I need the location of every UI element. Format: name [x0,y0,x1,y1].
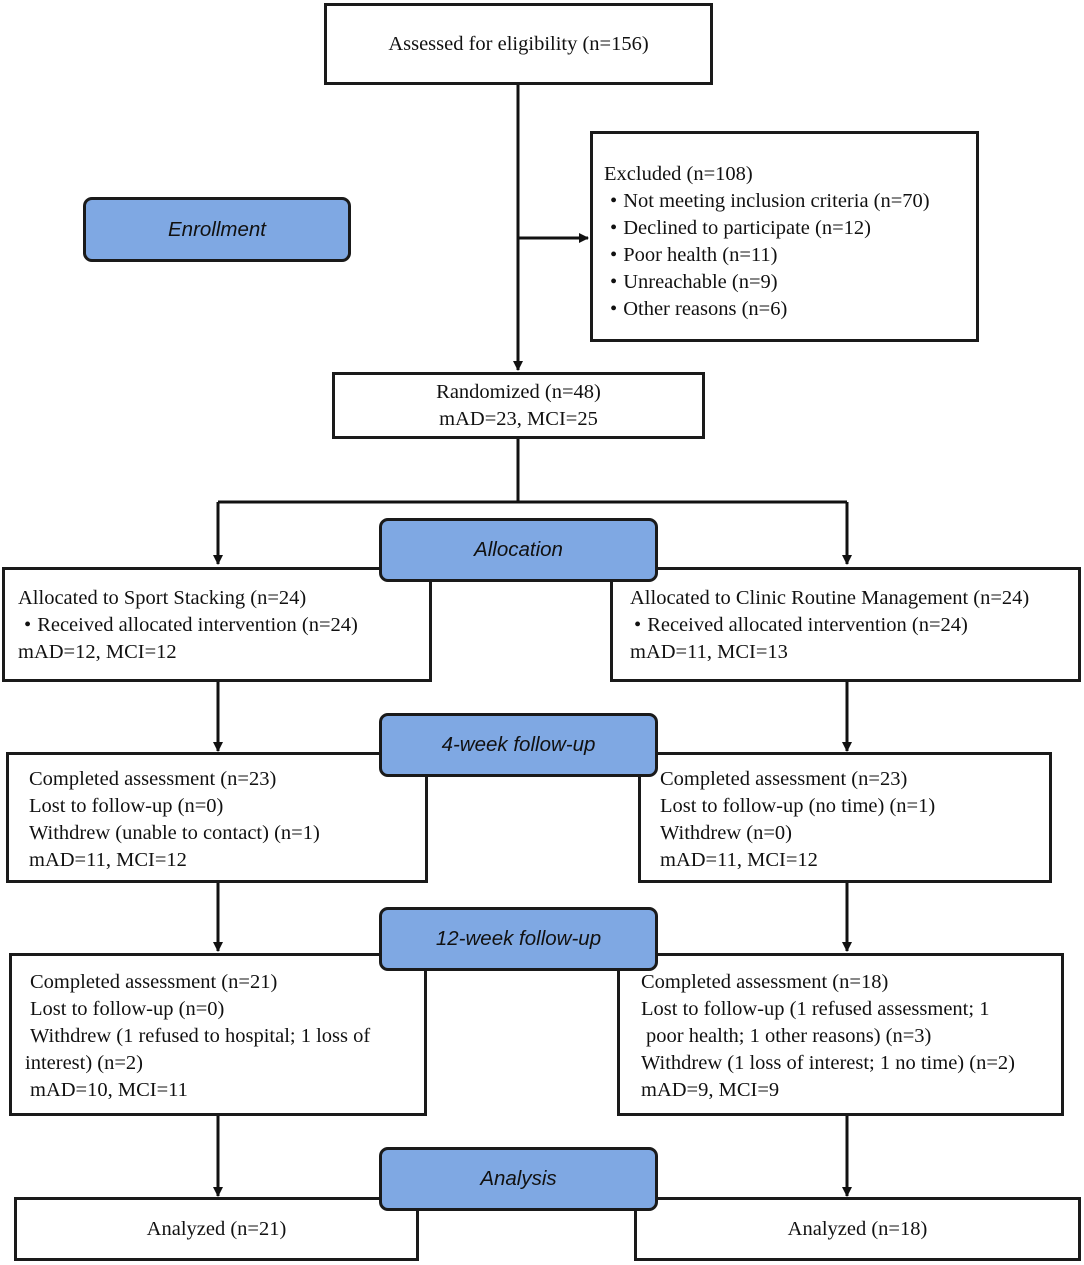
4wk-left-counts: mAD=11, MCI=12 [29,849,187,871]
stage-label-analysis-text: Analysis [480,1167,557,1190]
excluded-reason: Not meeting inclusion criteria (n=70) [610,188,976,215]
stage-label-allocation: Allocation [379,518,658,582]
stage-label-12-week-followup: 12-week follow-up [379,907,658,971]
12wk-left-counts: mAD=10, MCI=11 [30,1079,188,1101]
allocated-clinic-routine-box: Allocated to Clinic Routine Management (… [610,567,1081,682]
followup-12wk-left-box: Completed assessment (n=21) Lost to foll… [9,953,427,1116]
followup-4wk-left-box: Completed assessment (n=23) Lost to foll… [6,752,428,883]
allocated-left-received: Received allocated intervention (n=24) [24,612,429,639]
randomized-box: Randomized (n=48) mAD=23, MCI=25 [332,372,705,439]
excluded-reason: Other reasons (n=6) [610,296,976,323]
12wk-right-lost-2: poor health; 1 other reasons) (n=3) [646,1025,932,1047]
allocated-right-received: Received allocated intervention (n=24) [634,612,1078,639]
stage-label-enrollment: Enrollment [83,197,351,262]
stage-label-enrollment-text: Enrollment [168,217,266,241]
analyzed-left-text: Analyzed (n=21) [146,1217,287,1240]
12wk-left-lost: Lost to follow-up (n=0) [30,998,225,1020]
4wk-left-completed: Completed assessment (n=23) [29,768,277,790]
assessed-box: Assessed for eligibility (n=156) [324,3,713,85]
12wk-right-counts: mAD=9, MCI=9 [641,1079,780,1101]
allocated-right-counts: mAD=11, MCI=13 [630,641,788,663]
excluded-title: Excluded (n=108) [604,163,753,185]
allocated-sport-stacking-box: Allocated to Sport Stacking (n=24) Recei… [2,567,432,682]
randomized-counts: mAD=23, MCI=25 [439,407,598,430]
analyzed-right-box: Analyzed (n=18) [634,1197,1081,1261]
stage-label-4-week-followup: 4-week follow-up [379,713,658,777]
12wk-left-withdrew-1: Withdrew (1 refused to hospital; 1 loss … [30,1025,371,1047]
stage-label-allocation-text: Allocation [474,538,563,561]
4wk-right-completed: Completed assessment (n=23) [660,768,908,790]
allocated-left-counts: mAD=12, MCI=12 [18,641,177,663]
excluded-reason: Declined to participate (n=12) [610,215,976,242]
4wk-left-lost: Lost to follow-up (n=0) [29,795,224,817]
analyzed-left-box: Analyzed (n=21) [14,1197,419,1261]
allocated-left-list: Received allocated intervention (n=24) [18,612,429,639]
allocated-right-list: Received allocated intervention (n=24) [630,612,1078,639]
analyzed-right-text: Analyzed (n=18) [787,1217,928,1240]
12wk-left-completed: Completed assessment (n=21) [30,971,278,993]
12wk-left-withdrew-2: interest) (n=2) [25,1052,144,1074]
excluded-reason: Poor health (n=11) [610,242,976,269]
4wk-right-counts: mAD=11, MCI=12 [660,849,818,871]
randomized-title: Randomized (n=48) [436,380,601,403]
stage-label-analysis: Analysis [379,1147,658,1211]
allocated-left-title: Allocated to Sport Stacking (n=24) [18,587,307,609]
4wk-right-withdrew: Withdrew (n=0) [660,822,792,844]
12wk-right-lost-1: Lost to follow-up (1 refused assessment;… [641,998,990,1020]
stage-label-12-week-text: 12-week follow-up [435,927,602,950]
12wk-right-completed: Completed assessment (n=18) [641,971,889,993]
followup-12wk-right-box: Completed assessment (n=18) Lost to foll… [617,953,1064,1116]
excluded-reasons-list: Not meeting inclusion criteria (n=70) De… [604,188,976,323]
4wk-right-lost: Lost to follow-up (no time) (n=1) [660,795,936,817]
excluded-reason: Unreachable (n=9) [610,269,976,296]
stage-label-4-week-text: 4-week follow-up [441,733,596,756]
allocated-right-title: Allocated to Clinic Routine Management (… [630,587,1030,609]
followup-4wk-right-box: Completed assessment (n=23) Lost to foll… [638,752,1052,883]
12wk-right-withdrew: Withdrew (1 loss of interest; 1 no time)… [641,1052,1015,1074]
4wk-left-withdrew: Withdrew (unable to contact) (n=1) [29,822,320,844]
excluded-box: Excluded (n=108) Not meeting inclusion c… [590,131,979,342]
assessed-text: Assessed for eligibility (n=156) [388,32,649,55]
